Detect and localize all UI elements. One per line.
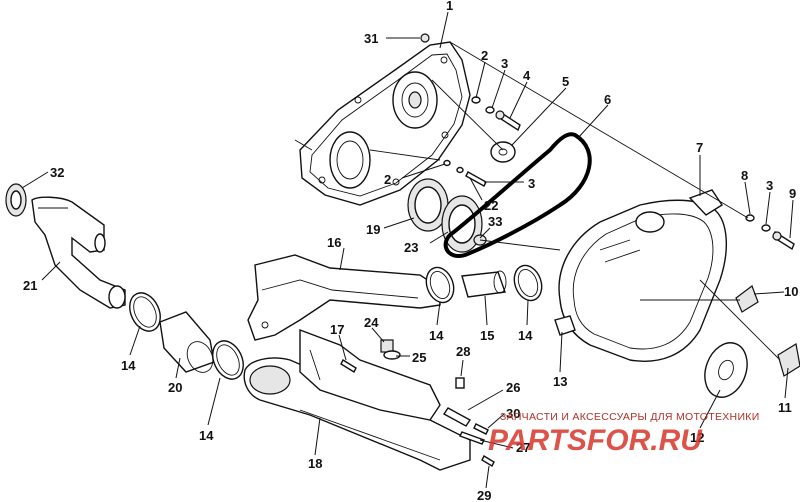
drive-belt bbox=[443, 132, 592, 258]
outer-clutch-cover bbox=[554, 189, 728, 362]
callout-3-upper: 3 bbox=[501, 56, 508, 71]
screw-17 bbox=[340, 359, 357, 373]
callout-23: 23 bbox=[404, 240, 418, 255]
seal-19 bbox=[407, 178, 449, 232]
callout-4: 4 bbox=[523, 68, 531, 83]
callout-10: 10 bbox=[784, 284, 798, 299]
small-hardware bbox=[442, 377, 495, 467]
callout-7: 7 bbox=[696, 140, 703, 155]
callout-13: 13 bbox=[553, 374, 567, 389]
callout-1: 1 bbox=[446, 0, 453, 13]
callout-14-lower: 14 bbox=[199, 428, 214, 443]
callout-20: 20 bbox=[168, 380, 182, 395]
callout-3-right: 3 bbox=[766, 178, 773, 193]
decal-10 bbox=[735, 285, 759, 313]
boot-20 bbox=[159, 311, 215, 373]
cap-24 bbox=[380, 339, 401, 360]
callout-28: 28 bbox=[456, 344, 470, 359]
callout-19: 19 bbox=[366, 222, 380, 237]
callout-14-left: 14 bbox=[121, 358, 136, 373]
callout-26: 26 bbox=[506, 380, 520, 395]
callout-5: 5 bbox=[562, 74, 569, 89]
watermark-brand: PARTSFOR.RU bbox=[488, 424, 703, 457]
callout-18: 18 bbox=[308, 456, 322, 471]
watermark: ЗАПЧАСТИ И АКСЕССУАРЫ ДЛЯ МОТОТЕХНИКИ PA… bbox=[488, 411, 760, 457]
callout-29: 29 bbox=[477, 488, 491, 502]
callout-9: 9 bbox=[789, 186, 796, 201]
bolt-stack-upper bbox=[471, 96, 521, 132]
intake-duct-21 bbox=[31, 196, 126, 309]
grommet-31 bbox=[420, 33, 430, 43]
callout-21: 21 bbox=[23, 278, 37, 293]
callout-16: 16 bbox=[327, 235, 341, 250]
bolt-stack-right bbox=[745, 214, 795, 251]
callout-11: 11 bbox=[778, 400, 792, 415]
sleeve-15 bbox=[461, 270, 507, 298]
callout-25: 25 bbox=[412, 350, 426, 365]
hose-clamp-14-lower bbox=[212, 340, 244, 380]
alignment-lines bbox=[369, 41, 781, 361]
callout-24: 24 bbox=[364, 315, 379, 330]
inner-clutch-cover bbox=[294, 41, 471, 206]
callout-labels: 1 2 3 4 5 6 7 8 3 9 10 11 12 13 14 14 14… bbox=[23, 0, 798, 502]
callout-6: 6 bbox=[604, 92, 611, 107]
hose-clamp-14-left bbox=[129, 292, 161, 332]
gasket-12 bbox=[704, 342, 748, 398]
callout-30: 30 bbox=[506, 406, 520, 421]
callout-32: 32 bbox=[50, 165, 64, 180]
callout-14-right: 14 bbox=[518, 328, 533, 343]
callout-14-middle: 14 bbox=[429, 328, 444, 343]
leader-lines bbox=[21, 11, 794, 489]
callout-15: 15 bbox=[480, 328, 494, 343]
callout-2-lower: 2 bbox=[384, 172, 391, 187]
callout-2-upper: 2 bbox=[481, 48, 488, 63]
callout-33: 33 bbox=[488, 214, 502, 229]
callout-22: 22 bbox=[484, 198, 498, 213]
callout-27: 27 bbox=[516, 440, 530, 455]
decal-11 bbox=[777, 343, 800, 377]
bolt-stack-lower bbox=[443, 159, 487, 187]
washer-5 bbox=[490, 141, 516, 163]
hose-clamp-14-middle bbox=[425, 266, 455, 304]
callout-12: 12 bbox=[690, 430, 704, 445]
outlet-duct-18 bbox=[243, 357, 471, 471]
callout-17: 17 bbox=[330, 322, 344, 337]
watermark-caption: ЗАПЧАСТИ И АКСЕССУАРЫ ДЛЯ МОТОТЕХНИКИ bbox=[500, 411, 760, 423]
callout-31: 31 bbox=[364, 31, 378, 46]
callout-3-lower: 3 bbox=[528, 176, 535, 191]
hose-clamp-14-right bbox=[513, 264, 543, 302]
callout-8: 8 bbox=[741, 168, 748, 183]
seal-32 bbox=[5, 183, 27, 217]
main-duct-16 bbox=[247, 254, 441, 421]
